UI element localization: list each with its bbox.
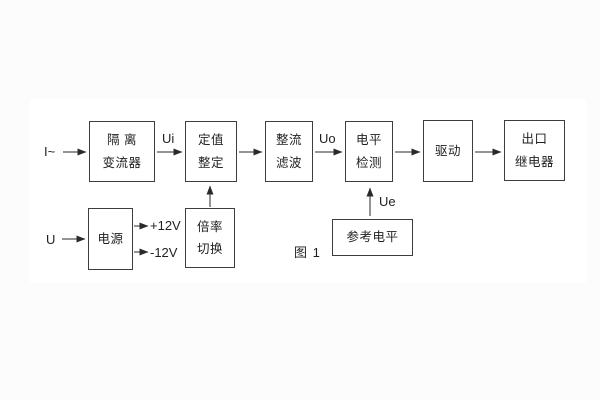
block-level-line2: 检测 [355,155,382,170]
block-rectify-filter: 整流 滤波 [265,121,313,182]
block-multiplier-line1: 倍率 [196,219,223,234]
block-reference-label: 参考电平 [346,230,399,245]
label-signal-uo: Uo [319,131,336,146]
block-setting-adjust: 定值 整定 [185,121,237,182]
block-isolation-line1: 隔 离 [107,133,137,147]
block-multiplier-switch: 倍率 切换 [185,208,235,268]
block-setting-line2: 整定 [197,155,224,170]
block-isolation-transformer: 隔 离 变流器 [89,121,155,182]
block-rectify-line2: 滤波 [275,155,302,170]
label-voltage-input: U [46,232,56,247]
label-signal-ui: Ui [162,131,175,146]
label-rail-minus12v: -12V [150,245,178,260]
block-setting-line1: 定值 [197,133,224,147]
block-rectify-line1: 整流 [275,133,302,147]
block-reference-level: 参考电平 [332,219,413,256]
block-output-relay-line1: 出口 [521,132,548,146]
block-power-label: 电源 [97,231,124,246]
block-isolation-line2: 变流器 [102,155,142,170]
block-power-supply: 电源 [88,208,133,270]
block-output-relay: 出口 继电器 [504,120,565,181]
label-rail-plus12v: +12V [150,218,181,233]
block-drive-label: 驱动 [434,143,461,158]
block-level-detect: 电平 检测 [345,121,393,182]
block-multiplier-line2: 切换 [196,242,223,256]
label-current-input: I~ [44,144,56,159]
block-drive: 驱动 [423,120,473,182]
block-level-line1: 电平 [355,133,382,147]
figure-caption: 图 1 [294,245,321,260]
block-output-relay-line2: 继电器 [514,154,554,169]
label-signal-ue: Ue [379,194,396,209]
